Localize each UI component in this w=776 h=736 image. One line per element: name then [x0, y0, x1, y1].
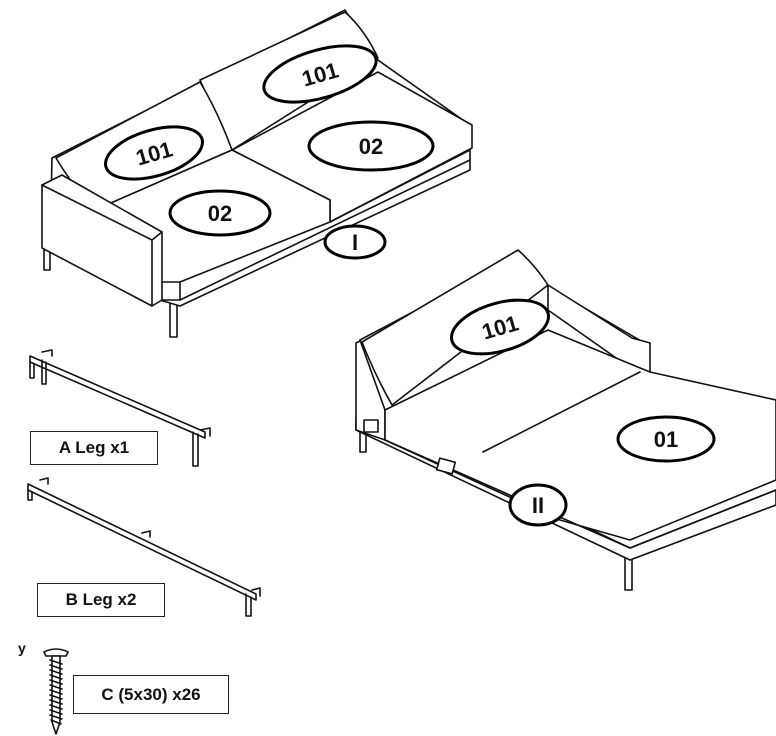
leg-a-foot-right: [192, 431, 199, 467]
leg-a-tab-left: [41, 349, 53, 357]
screw-tag: y: [18, 640, 26, 656]
sofa-1-seat-left-code: 02: [208, 201, 232, 226]
sofa-2-seat-oval: [616, 415, 716, 463]
leg-a-label: A Leg x1: [30, 431, 158, 465]
sofa-2-seat-front-edge: [384, 439, 776, 549]
sofa-2-leg-left: [359, 429, 367, 453]
leg-b-part: [27, 477, 261, 617]
screw-c-label: C (5x30) x26: [73, 675, 229, 714]
leg-b-tab-mid: [141, 530, 151, 538]
sofa-1-backrest-left-oval: [104, 125, 204, 181]
sofa-2-backrest-oval: [449, 298, 551, 356]
screw-icon: [43, 648, 69, 735]
sofa-1-seat-right-oval: [307, 120, 435, 172]
sofa-1-seat-right-code: 02: [359, 134, 383, 159]
leg-b-tab-left: [39, 477, 49, 485]
leg-b-foot-right: [245, 593, 252, 617]
sofa-2-module-oval: [508, 483, 568, 527]
sofa-1-armrest-edge: [41, 184, 163, 307]
sofa-module-2: 101 01 II: [355, 249, 776, 591]
leg-b-foot-left: [27, 489, 33, 501]
sofa-1-module-label: I: [352, 230, 358, 255]
screw-head: [43, 648, 69, 657]
screw-thread: [49, 659, 63, 725]
leg-a-bar: [29, 355, 206, 439]
leg-b-label: B Leg x2: [37, 583, 165, 617]
sofa-2-leg-front: [624, 555, 633, 591]
sofa-2-module-label: II: [532, 493, 544, 518]
sofa-1-leg-left: [43, 249, 51, 271]
sofa-1-armrest: [41, 174, 163, 307]
leg-b-bar: [27, 483, 257, 601]
leg-a-foot-left: [29, 361, 35, 379]
sofa-2-bracket-1: [363, 419, 379, 433]
sofa-1-leg-front: [169, 299, 178, 338]
sofa-1-module-oval: [323, 224, 387, 260]
leg-a-foot-left-2: [41, 359, 47, 385]
leg-b-tab-right: [251, 587, 261, 597]
sofa-1-backrest-right-oval: [262, 44, 378, 104]
sofa-module-1: 101 101 02 02 I: [41, 9, 473, 338]
sofa-2-bracket-2: [435, 457, 457, 475]
sofa-2-seat-code: 01: [654, 427, 678, 452]
leg-a-part: [29, 349, 211, 467]
leg-a-tab-right: [199, 427, 211, 437]
sofa-1-seat-front-edge: [179, 149, 471, 301]
sofa-1-seat-left-oval: [168, 189, 272, 237]
sofa-2-seat-seam: [482, 371, 641, 453]
